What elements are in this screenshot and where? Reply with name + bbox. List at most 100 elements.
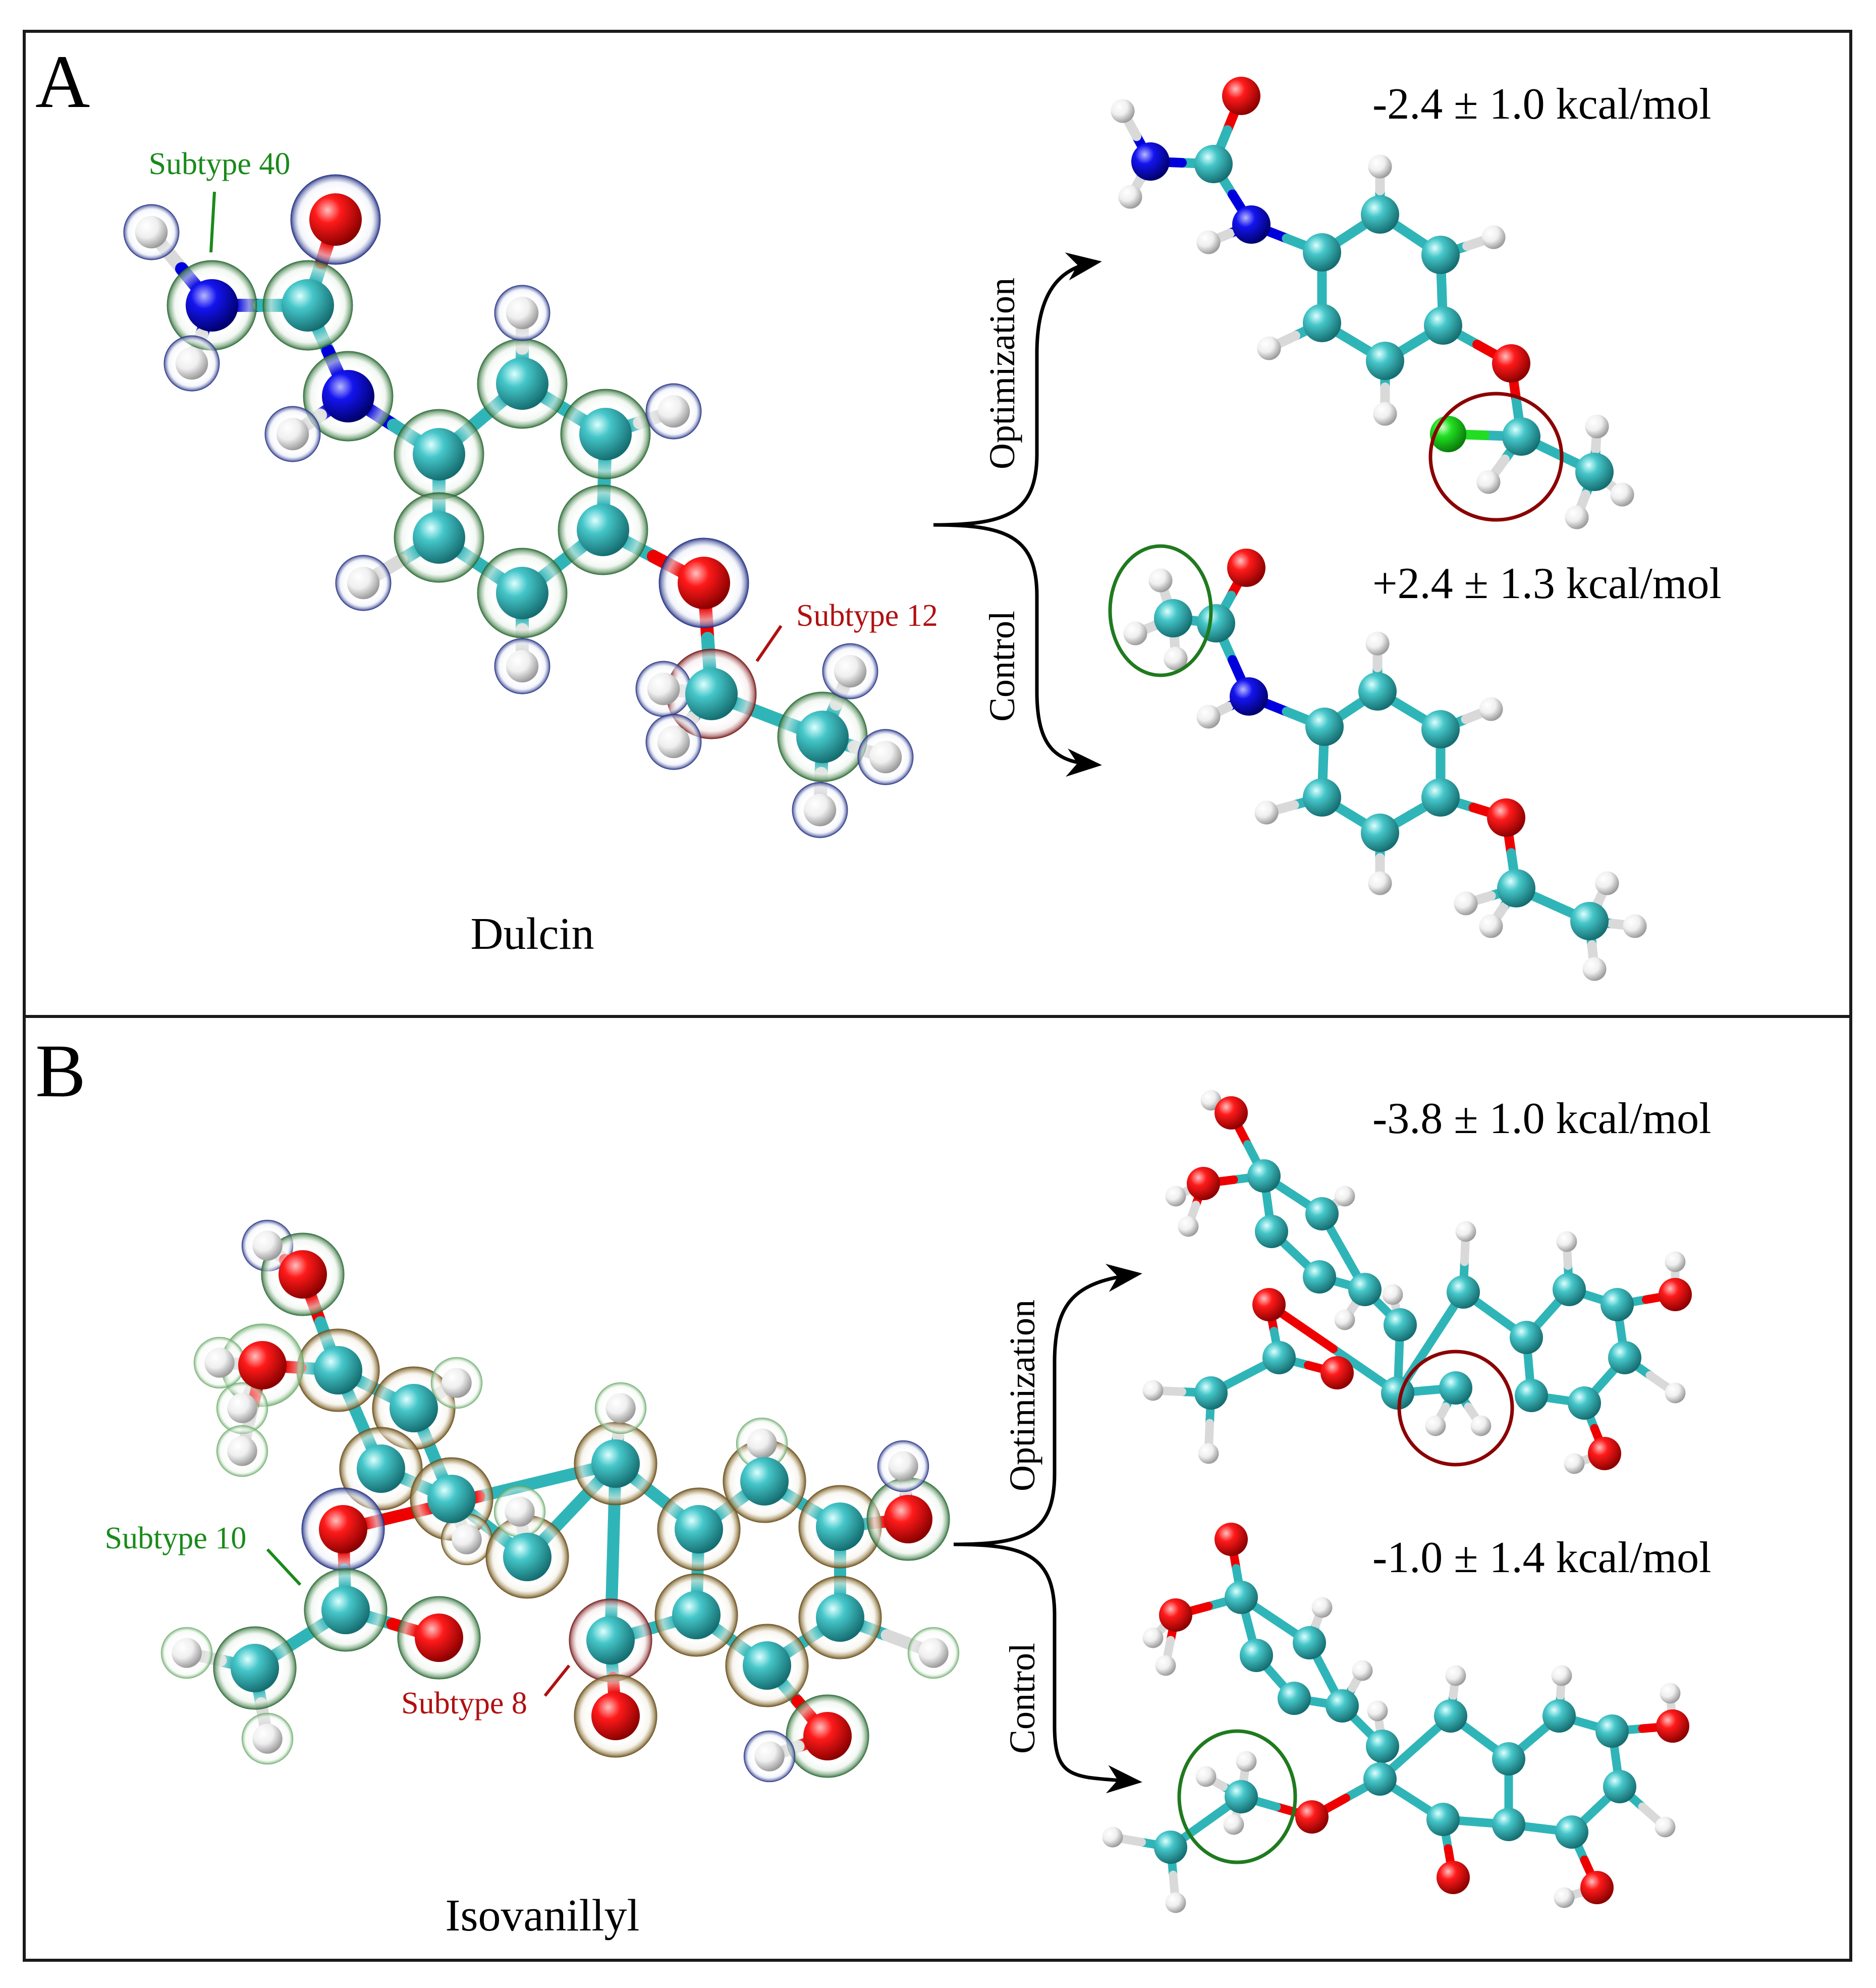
carbon-atom — [1278, 1682, 1311, 1715]
carbon-atom — [413, 511, 465, 564]
hydrogen-atom — [869, 740, 902, 774]
carbon-atom — [1225, 1581, 1258, 1614]
hydrogen-atom — [505, 1496, 535, 1527]
carbon-atom — [1434, 1699, 1467, 1733]
oxygen-atom — [1659, 1278, 1692, 1311]
subtype-10-leader — [266, 1548, 302, 1586]
hydrogen-atom — [1352, 1660, 1373, 1681]
carbon-atom — [1303, 304, 1341, 342]
hydrogen-atom — [1382, 1284, 1403, 1305]
carbon-atom — [816, 1502, 864, 1551]
carbon-atom — [579, 408, 632, 460]
carbon-atom — [1575, 453, 1614, 491]
carbon-atom — [1426, 1803, 1460, 1836]
dulcin-molecule — [123, 174, 914, 838]
panel-b-letter: B — [35, 1029, 86, 1113]
hydrogen-atom — [1223, 1814, 1244, 1835]
hydrogen-atom — [1479, 914, 1503, 938]
hydrogen-atom — [1556, 1231, 1577, 1252]
dulcin-name: Dulcin — [471, 909, 594, 959]
hydrogen-atom — [1368, 154, 1392, 179]
highlight-circle-a-control — [1108, 544, 1213, 677]
oxygen-atom — [1159, 1598, 1192, 1632]
hydrogen-atom — [227, 1436, 257, 1466]
oxygen-atom — [591, 1692, 640, 1740]
carbon-atom — [1363, 1762, 1397, 1796]
carbon-atom — [1154, 1831, 1187, 1864]
hydrogen-atom — [1334, 1186, 1355, 1207]
carbon-atom — [1255, 1215, 1288, 1248]
oxygen-atom — [884, 1495, 932, 1543]
carbon-atom — [1326, 1689, 1359, 1723]
carbon-atom — [1447, 1275, 1480, 1309]
carbon-atom — [1262, 1341, 1296, 1374]
hydrogen-atom — [252, 1230, 283, 1261]
hydrogen-atom — [1118, 185, 1142, 209]
energy-a-control: +2.4 ± 1.3 kcal/mol — [1372, 559, 1722, 608]
carbon-atom — [1361, 814, 1399, 852]
oxygen-atom — [1187, 1167, 1220, 1200]
hydrogen-atom — [1564, 1453, 1585, 1474]
hydrogen-atom — [754, 1741, 785, 1771]
hydrogen-atom — [1164, 647, 1188, 671]
carbon-atom — [1492, 1808, 1525, 1841]
hydrogen-atom — [1654, 1816, 1676, 1838]
carbon-atom — [591, 1439, 640, 1488]
hydrogen-atom — [1200, 1090, 1222, 1111]
isovanillyl-molecule — [160, 1219, 960, 1783]
subtype-12-label: Subtype 12 — [796, 599, 938, 633]
oxygen-atom — [1487, 798, 1525, 837]
carbon-atom — [1366, 342, 1404, 380]
hydrogen-atom — [1445, 1665, 1466, 1686]
carbon-atom — [231, 1644, 279, 1692]
hydrogen-atom — [1334, 1309, 1355, 1330]
hydrogen-atom — [1257, 336, 1281, 360]
carbon-atom — [1197, 604, 1235, 642]
oxygen-atom — [279, 1250, 327, 1299]
carbon-atom — [1515, 1379, 1548, 1412]
hydrogen-atom — [1196, 705, 1221, 729]
hydrogen-atom — [1368, 871, 1392, 895]
oxygen-atom — [1215, 1096, 1248, 1130]
subtype-40-leader — [209, 191, 216, 253]
hydrogen-atom — [227, 1393, 257, 1423]
hydrogen-atom — [252, 1724, 283, 1754]
hydrogen-atom — [1476, 470, 1501, 494]
oxygen-atom — [1437, 1861, 1470, 1894]
carbon-atom — [1595, 1714, 1629, 1748]
carbon-atom — [413, 428, 465, 480]
highlight-circle-b-optimization — [1397, 1350, 1514, 1467]
hydrogen-atom — [506, 650, 539, 683]
carbon-atom — [1293, 1626, 1326, 1659]
hydrogen-atom — [1195, 1766, 1217, 1787]
oxygen-atom — [1227, 549, 1265, 587]
carbon-atom — [1608, 1341, 1641, 1374]
carbon-atom — [586, 1616, 635, 1664]
oxygen-atom — [238, 1341, 287, 1389]
hydrogen-atom — [1665, 1251, 1686, 1272]
subtype-40-label: Subtype 40 — [149, 147, 291, 181]
subtype-8-leader — [543, 1664, 571, 1697]
subtype-12-leader — [755, 625, 783, 662]
hydrogen-atom — [1665, 1382, 1686, 1404]
carbon-atom — [1303, 778, 1341, 817]
carbon-atom — [1492, 1742, 1525, 1776]
oxygen-atom — [678, 557, 730, 609]
hydrogen-atom — [276, 417, 309, 451]
oxygen-atom — [1252, 1288, 1286, 1321]
nitrogen-atom — [1230, 677, 1268, 716]
carbon-atom — [1439, 1371, 1472, 1405]
carbon-atom — [1510, 1321, 1543, 1354]
carbon-atom — [1361, 195, 1399, 234]
hydrogen-atom — [605, 1393, 636, 1423]
hydrogen-atom — [1454, 891, 1478, 916]
hydrogen-atom — [1123, 621, 1147, 646]
carbon-atom — [672, 1591, 721, 1639]
energy-a-optimization: -2.4 ± 1.0 kcal/mol — [1372, 80, 1712, 129]
carbon-atom — [1421, 778, 1460, 817]
oxygen-atom — [1215, 1523, 1248, 1556]
hydrogen-atom — [657, 725, 690, 759]
hydrogen-atom — [918, 1638, 949, 1668]
carbon-atom — [796, 711, 849, 763]
